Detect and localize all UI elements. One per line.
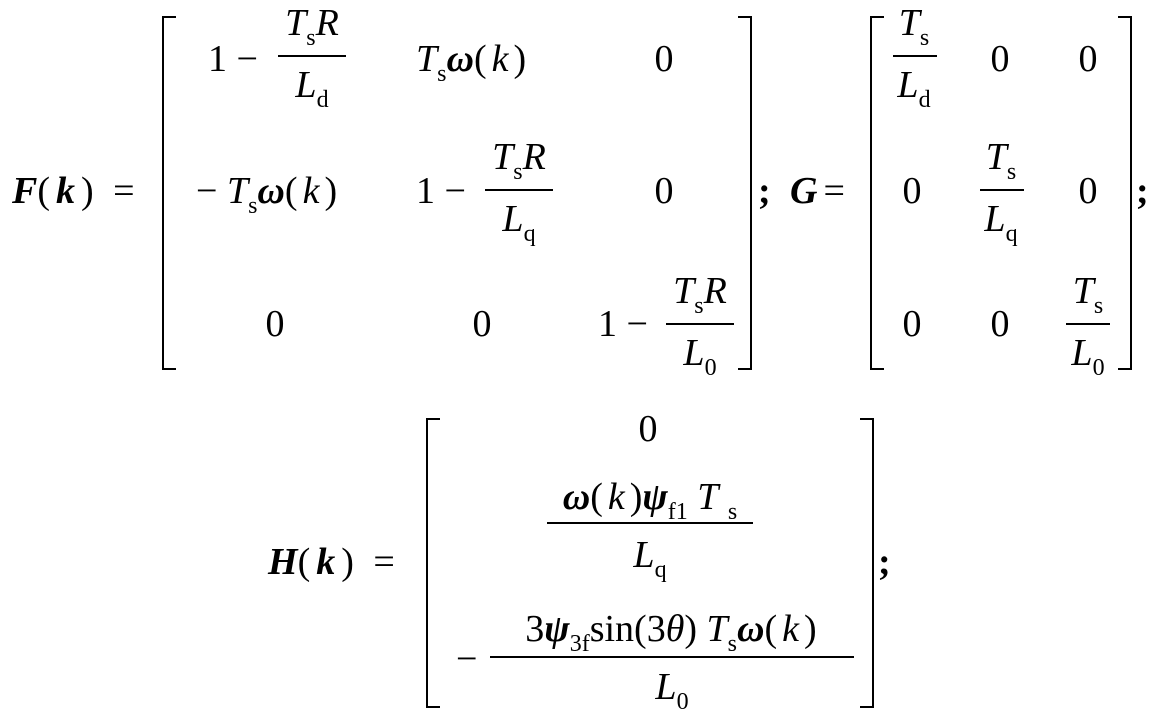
f-m23: 0 xyxy=(654,170,674,212)
f-separator: ; xyxy=(758,170,771,212)
f-m33-fraction-bar xyxy=(666,323,734,325)
f-m22-num: TsR xyxy=(492,136,546,185)
f-m22-prefix: 1 − xyxy=(416,170,466,212)
h-v2-den: Lq xyxy=(633,534,667,583)
f-m11-fraction-bar xyxy=(278,55,346,57)
h-v1: 0 xyxy=(638,408,658,450)
f-m11-den: Ld xyxy=(295,64,329,113)
g-m33-fraction-bar xyxy=(1066,323,1110,325)
f-lhs: F(k) = xyxy=(12,170,135,212)
h-lhs: H(k) = xyxy=(268,541,395,583)
f-m31: 0 xyxy=(265,303,285,345)
g-m33-den: L0 xyxy=(1071,332,1105,381)
g-m12: 0 xyxy=(990,38,1010,80)
f-m33-den: L0 xyxy=(683,332,717,381)
f-m11-prefix: 1 − xyxy=(208,38,258,80)
g-m21: 0 xyxy=(902,170,922,212)
g-m11-num: Ts xyxy=(898,2,930,51)
g-m23: 0 xyxy=(1078,170,1098,212)
g-m22-num: Ts xyxy=(985,136,1017,185)
f-bracket-right xyxy=(738,16,752,370)
h-v2-fraction-bar xyxy=(547,522,753,524)
h-v3-den: L0 xyxy=(655,666,689,715)
h-bracket-right xyxy=(860,418,874,708)
g-m32: 0 xyxy=(990,303,1010,345)
h-v3-fraction-bar xyxy=(490,656,854,658)
h-v2-num: ω(k)ψf1 T s xyxy=(562,476,738,525)
f-bracket-left xyxy=(162,16,176,370)
g-lhs: G= xyxy=(790,170,845,212)
g-m13: 0 xyxy=(1078,38,1098,80)
h-separator: ; xyxy=(878,541,891,583)
h-bracket-left xyxy=(426,418,440,708)
h-v3-num: 3ψ3fsin(3θ) Tsω(k) xyxy=(525,608,817,657)
g-m31: 0 xyxy=(902,303,922,345)
f-m11-num: TsR xyxy=(285,2,339,51)
g-m22-fraction-bar xyxy=(980,189,1024,191)
g-separator: ; xyxy=(1136,170,1149,212)
f-m13: 0 xyxy=(654,38,674,80)
f-m22-den: Lq xyxy=(502,198,536,247)
f-m33-num: TsR xyxy=(673,270,727,319)
f-m32: 0 xyxy=(472,303,492,345)
g-m11-fraction-bar xyxy=(893,55,937,57)
h-v3-minus: − xyxy=(456,638,478,680)
f-m33-prefix: 1 − xyxy=(598,303,648,345)
f-m21: − Tsω(k) xyxy=(196,170,338,219)
g-m33-num: Ts xyxy=(1072,270,1104,319)
g-m22-den: Lq xyxy=(984,198,1018,247)
g-bracket-left xyxy=(870,16,884,370)
f-m22-fraction-bar xyxy=(485,189,553,191)
g-m11-den: Ld xyxy=(897,64,931,113)
g-bracket-right xyxy=(1118,16,1132,370)
f-m12: Tsω(k) xyxy=(416,38,527,87)
